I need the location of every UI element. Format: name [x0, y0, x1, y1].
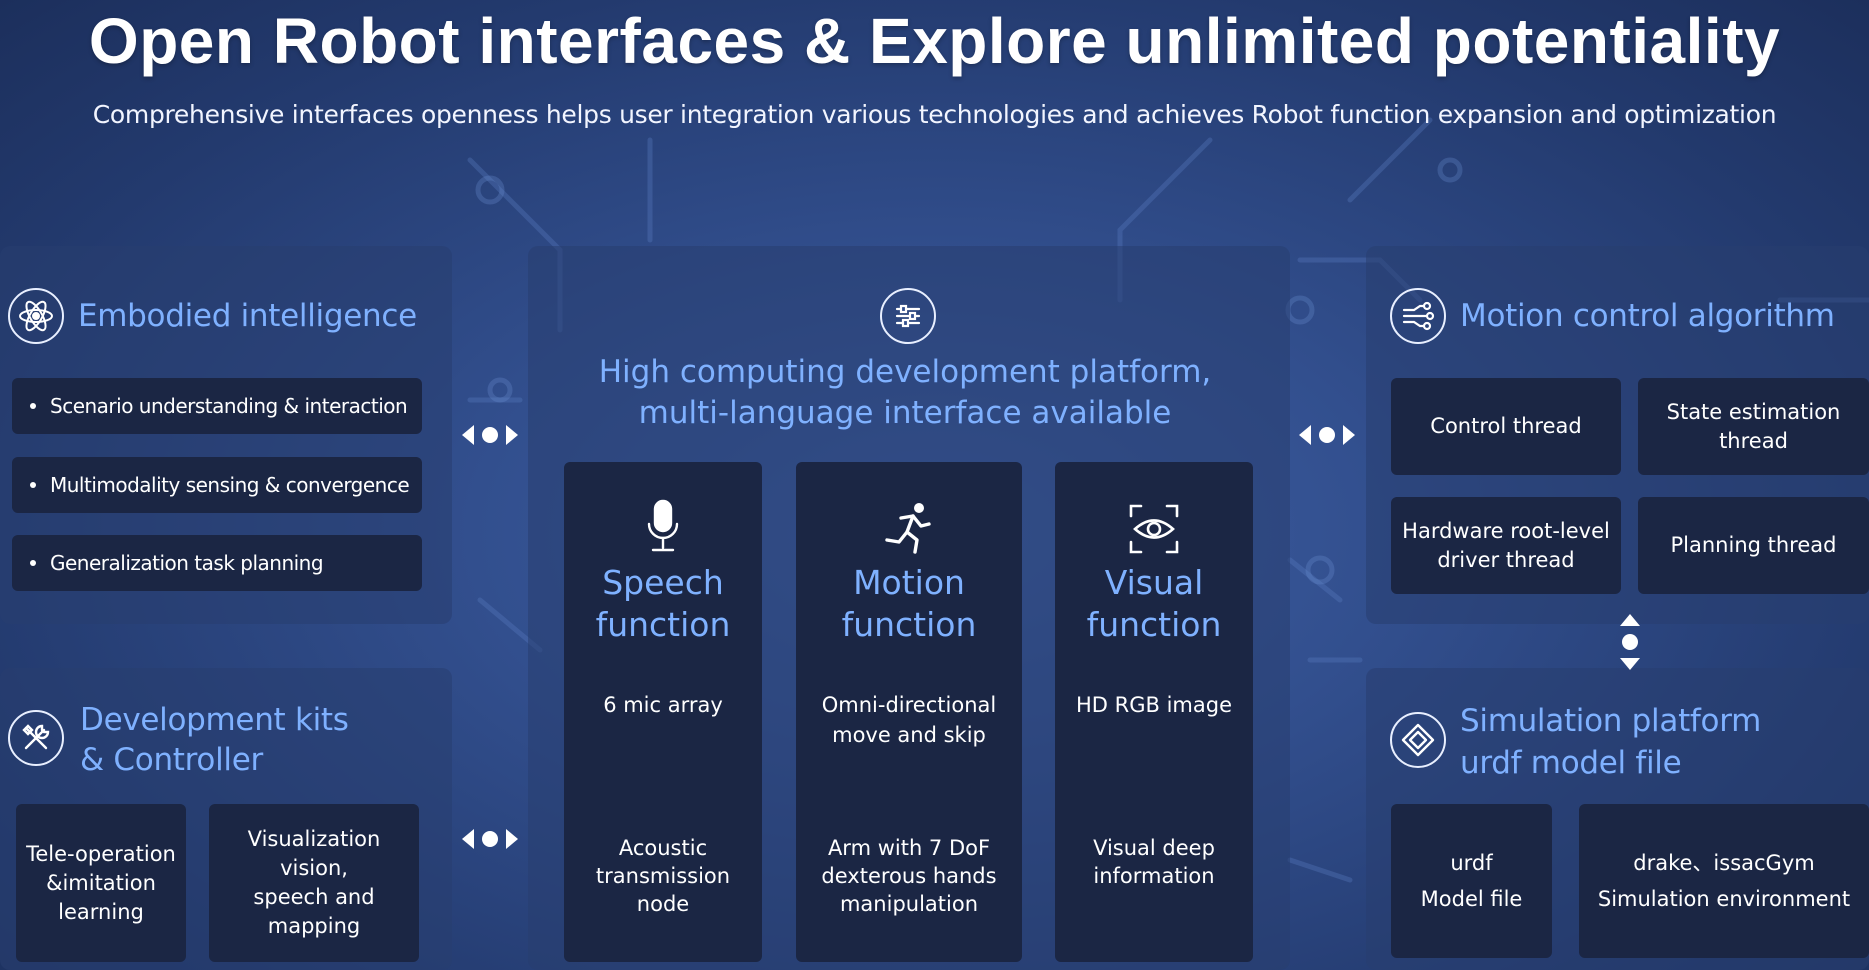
double-arrow-icon: [1299, 425, 1355, 445]
motion-function-title: Motion function: [841, 563, 977, 644]
page-subtitle: Comprehensive interfaces openness helps …: [92, 100, 1777, 129]
tools-icon: [8, 710, 64, 766]
visual-function-card: Visual function HD RGB image Visual deep…: [1055, 462, 1253, 962]
simulation-title-line1: Simulation platform: [1460, 703, 1762, 739]
motion-function-card: Motion function Omni-directional move an…: [796, 462, 1022, 962]
center-title: High computing development platform, mul…: [560, 352, 1250, 434]
list-item: Multimodality sensing & convergence: [12, 457, 422, 513]
list-item-label: Generalization task planning: [50, 551, 324, 575]
hardware-driver-box: Hardware root-level driver thread: [1391, 497, 1621, 594]
planning-thread-box: Planning thread: [1638, 497, 1869, 594]
speech-function-title: Speech function: [595, 563, 731, 644]
simulation-title-line2: urdf model file: [1460, 745, 1682, 781]
center-title-line2: multi-language interface available: [638, 395, 1172, 431]
visual-feature-1: HD RGB image: [1076, 693, 1232, 717]
control-thread-box: Control thread: [1391, 378, 1621, 475]
bullet-dot: [30, 560, 36, 566]
network-icon: [1390, 288, 1446, 344]
speech-feature-1: 6 mic array: [603, 693, 723, 717]
eye-icon: [1127, 502, 1181, 560]
urdf-model-box: urdf Model file: [1391, 804, 1552, 958]
list-item: Generalization task planning: [12, 535, 422, 591]
list-item-label: Multimodality sensing & convergence: [50, 473, 410, 497]
motion-control-title: Motion control algorithm: [1460, 298, 1835, 334]
list-item: Scenario understanding & interaction: [12, 378, 422, 434]
visualization-box: Visualization vision, speech and mapping: [209, 804, 419, 962]
list-item-label: Scenario understanding & interaction: [50, 394, 408, 418]
development-kits-title-line1: Development kits: [80, 702, 349, 738]
double-arrow-icon: [462, 425, 518, 445]
teleoperation-box: Tele-operation &imitation learning: [16, 804, 186, 962]
diamond-logo-icon: [1390, 712, 1446, 768]
embodied-intelligence-panel: Embodied intelligence Scenario understan…: [0, 246, 452, 624]
development-kits-title-line2: & Controller: [80, 742, 263, 778]
state-estimation-box: State estimation thread: [1638, 378, 1869, 475]
visual-feature-2: Visual deep information: [1093, 836, 1215, 888]
visual-function-title: Visual function: [1086, 563, 1222, 644]
motion-feature-1: Omni-directional move and skip: [821, 693, 997, 747]
page-title: Open Robot interfaces & Explore unlimite…: [88, 5, 1781, 77]
bullet-dot: [30, 482, 36, 488]
simulation-environment-box: drake、issacGym Simulation environment: [1579, 804, 1869, 958]
sliders-icon: [880, 288, 936, 344]
speech-function-card: Speech function 6 mic array Acoustic tra…: [564, 462, 762, 962]
atom-icon: [8, 288, 64, 344]
speech-feature-2: Acoustic transmission node: [595, 836, 731, 916]
double-arrow-icon: [462, 829, 518, 849]
development-kits-title: Development kits & Controller: [80, 700, 349, 780]
motion-feature-2: Arm with 7 DoF dexterous hands manipulat…: [821, 836, 997, 916]
running-person-icon: [881, 500, 937, 560]
embodied-intelligence-title: Embodied intelligence: [78, 298, 417, 334]
vertical-arrow-icon: [1620, 614, 1640, 670]
microphone-icon: [641, 498, 685, 560]
center-title-line1: High computing development platform,: [598, 354, 1212, 390]
simulation-title: Simulation platform urdf model file: [1460, 700, 1761, 784]
development-kits-panel: Development kits & Controller Tele-opera…: [0, 668, 452, 970]
bullet-dot: [30, 403, 36, 409]
